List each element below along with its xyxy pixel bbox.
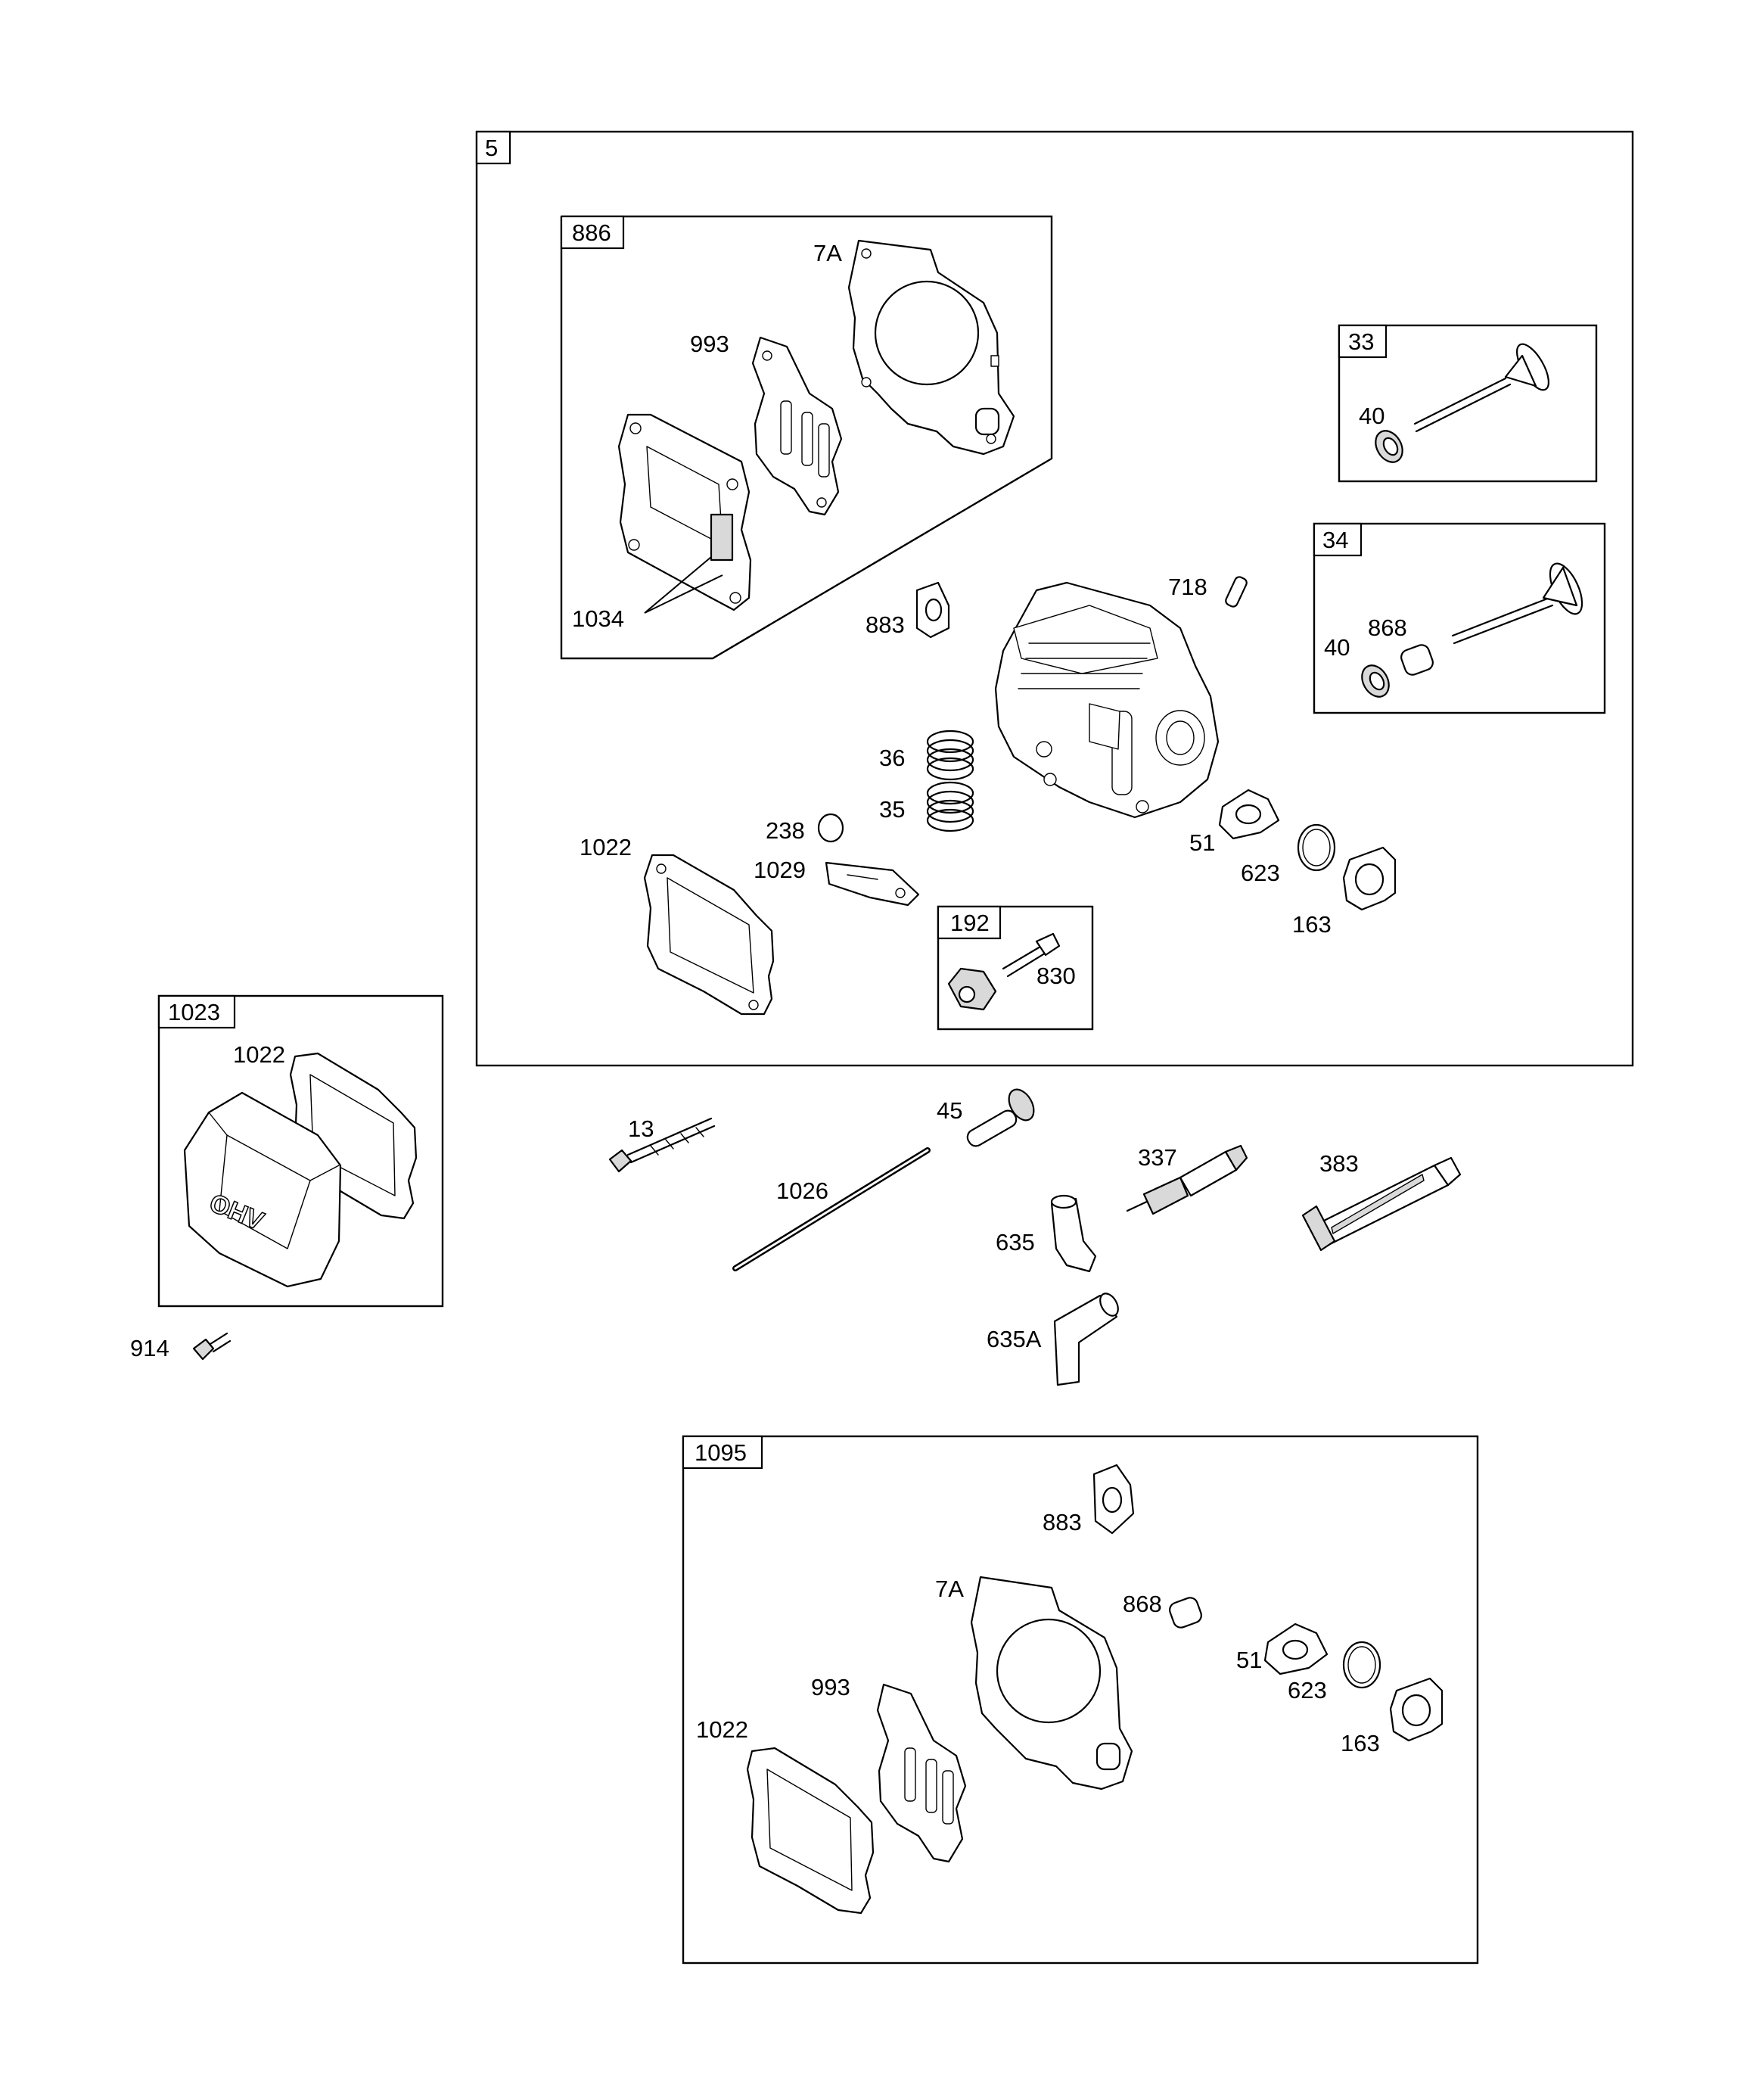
gasket-ring-623-b [1342, 1641, 1381, 1689]
callout-45: 45 [937, 1097, 962, 1124]
callout-238: 238 [766, 817, 805, 844]
callout-1022-c: 1022 [696, 1716, 748, 1743]
intake-adapter-1034 [617, 413, 752, 611]
callout-35: 35 [879, 796, 905, 823]
callout-914: 914 [130, 1335, 169, 1361]
valve-spring-36 [926, 730, 974, 781]
group-5-frame: 5 [475, 130, 1634, 1067]
rocker-stud-830 [1002, 932, 1061, 978]
callout-13: 13 [628, 1115, 654, 1142]
exhaust-valve-33 [1413, 343, 1549, 433]
callout-623-a: 623 [1241, 860, 1280, 886]
callout-337: 337 [1138, 1144, 1177, 1171]
rocker-arm-1029 [825, 861, 920, 907]
head-gasket-7a-b [970, 1576, 1133, 1790]
gasket-ring-623-a [1297, 823, 1336, 872]
rocker-nut-192 [947, 967, 997, 1011]
rocker-cover-1023: OHV [183, 1091, 342, 1288]
group-192-label: 192 [950, 910, 990, 936]
group-886-label: 886 [572, 219, 611, 246]
callout-623-b: 623 [1288, 1677, 1327, 1703]
gasket-163-b [1389, 1677, 1444, 1742]
callout-163-a: 163 [1292, 911, 1332, 938]
push-rod-1026 [732, 1147, 931, 1271]
spark-boot-635 [1050, 1194, 1097, 1273]
callout-40-b: 40 [1324, 634, 1350, 661]
intake-valve-34 [1451, 562, 1583, 645]
gasket-883-a [915, 581, 950, 639]
cap-238 [817, 813, 844, 843]
group-33-frame: 33 [1338, 324, 1598, 483]
group-33-label: 33 [1348, 328, 1374, 355]
callout-1022-a: 1022 [580, 834, 632, 860]
gasket-51-b [1263, 1622, 1329, 1675]
callout-36: 36 [879, 745, 905, 771]
callout-868-a: 868 [1368, 614, 1407, 641]
callout-718: 718 [1168, 574, 1207, 600]
callout-1022-b: 1022 [233, 1041, 285, 1068]
valve-spring-35 [926, 781, 974, 832]
spark-boot-635a [1053, 1293, 1119, 1386]
spark-plug-337 [1126, 1144, 1248, 1215]
gasket-163-a [1342, 846, 1397, 911]
intake-gasket-993-b [876, 1683, 967, 1863]
valve-retainer-40b [1361, 664, 1390, 698]
group-34-label: 34 [1322, 527, 1348, 553]
valve-retainer-40a [1375, 430, 1403, 463]
callout-383: 383 [1319, 1150, 1359, 1177]
group-5-label: 5 [485, 135, 498, 161]
dowel-pin-718 [1225, 576, 1248, 608]
callout-1029: 1029 [754, 857, 806, 883]
cylinder-head [994, 581, 1220, 819]
callout-635a: 635A [987, 1326, 1042, 1352]
head-gasket-7a [847, 239, 1015, 456]
callout-883-a: 883 [866, 611, 905, 638]
group-886-frame: 886 [560, 215, 1053, 660]
callout-51-a: 51 [1189, 829, 1215, 856]
group-192-frame: 192 [937, 905, 1094, 1031]
callout-51-b: 51 [1236, 1647, 1262, 1673]
gasket-883-b [1092, 1464, 1135, 1535]
rocker-cover-gasket-1022-a [643, 854, 775, 1016]
callout-883-b: 883 [1043, 1509, 1082, 1535]
callout-830: 830 [1036, 963, 1076, 989]
group-1023-frame: 1023 [157, 994, 444, 1308]
callout-868-b: 868 [1123, 1591, 1162, 1617]
screw-914 [192, 1332, 232, 1361]
spark-tool-383 [1301, 1156, 1462, 1252]
group-1023-label: 1023 [168, 999, 220, 1025]
callout-163-b: 163 [1341, 1730, 1380, 1756]
callout-7a: 7A [813, 240, 842, 266]
callout-993: 993 [690, 331, 729, 357]
intake-gasket-993 [751, 336, 843, 516]
group-1095-label: 1095 [695, 1439, 747, 1466]
callout-635: 635 [996, 1229, 1035, 1255]
callout-40-a: 40 [1359, 403, 1385, 429]
valve-seal-868b [1169, 1597, 1202, 1629]
guide-plate-45 [966, 1088, 1035, 1147]
callout-1034: 1034 [572, 605, 624, 632]
callout-993-b: 993 [811, 1674, 850, 1700]
callout-1026: 1026 [776, 1178, 828, 1204]
head-bolt-13 [608, 1117, 716, 1173]
valve-seal-868a [1400, 644, 1434, 676]
gasket-51-a [1218, 789, 1280, 840]
group-1095-frame: 1095 [682, 1435, 1479, 1965]
group-34-frame: 34 [1313, 522, 1606, 714]
callout-7a-b: 7A [935, 1576, 964, 1602]
rocker-cover-gasket-1022-c [746, 1747, 875, 1915]
